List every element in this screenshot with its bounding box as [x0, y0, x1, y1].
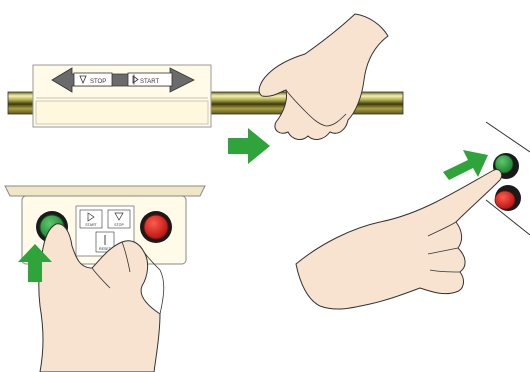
start-label: START	[140, 79, 159, 85]
stop-label: STOP	[90, 79, 106, 85]
small-stop-label-box	[107, 209, 131, 229]
stop-symbol-icon	[114, 212, 124, 221]
small-reset-label: RESET	[99, 247, 112, 251]
stop-start-panel: STOP START	[32, 64, 212, 128]
start-symbol-icon	[87, 212, 95, 222]
top-pull-bar-scene: STOP START	[7, 13, 404, 164]
small-start-label: START	[85, 223, 97, 227]
control-box-scene: START STOP RESET	[4, 185, 206, 372]
red-stop-button[interactable]	[140, 211, 172, 243]
push-arrow-icon	[443, 150, 488, 180]
push-arrow-icon	[18, 244, 52, 282]
hand-icon	[38, 223, 161, 372]
start-label-button[interactable]: START	[127, 72, 173, 87]
hand-icon	[258, 13, 389, 140]
push-arrow-icon	[228, 128, 270, 164]
wall-red-button[interactable]	[494, 185, 521, 211]
wall-buttons-scene	[295, 121, 530, 310]
start-symbol-icon	[132, 75, 139, 84]
small-stop-label: STOP	[114, 223, 124, 227]
stop-symbol-icon	[79, 75, 87, 85]
stop-label-button[interactable]: STOP	[73, 72, 113, 87]
hand-icon	[295, 169, 503, 310]
